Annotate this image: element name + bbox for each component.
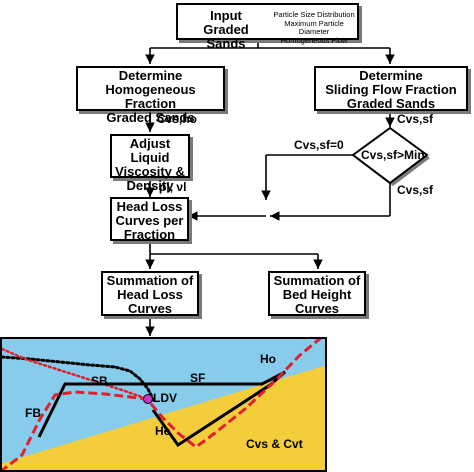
dashed-red-curve	[0, 337, 323, 472]
dotted-red-curve	[0, 347, 149, 401]
decision-text: Cvs,sf>Min	[361, 148, 425, 162]
adjust-viscosity-box: Adjust Liquid Viscosity & Density	[110, 134, 190, 193]
cvs-sf-bottom-label: Cvs,sf	[397, 183, 434, 197]
head-loss-per-fraction-box: Head Loss Curves per Fraction	[110, 197, 189, 242]
summation-head-loss-box: Summation of Head Loss Curves	[101, 271, 199, 316]
solid-black-curve	[37, 370, 286, 448]
input-subtitle: Graded Sands	[203, 22, 249, 51]
sliding-flow-fraction-box: Determine Sliding Flow Fraction Graded S…	[314, 66, 468, 111]
cvs-ho-label: Cvs,ho	[157, 112, 198, 126]
input-box: Input Graded Sands Particle Size Distrib…	[176, 3, 359, 51]
fb-label: FB	[25, 406, 41, 420]
dotted-black-curve	[0, 355, 156, 403]
input-notes: Particle Size Distribution Maximum Parti…	[273, 10, 355, 45]
rho-nu-label: ρl, νl	[159, 180, 187, 194]
cvs-sf-zero-label: Cvs,sf=0	[294, 138, 344, 152]
plot-frame	[0, 337, 327, 472]
ldv-label: LDV	[153, 391, 177, 405]
sb-label: SB	[91, 374, 108, 388]
he-label: He	[155, 424, 171, 438]
input-title: Input	[210, 8, 242, 23]
homogeneous-fraction-box: Determine Homogeneous Fraction Graded Sa…	[76, 66, 225, 125]
summation-bed-height-box: Summation of Bed Height Curves	[268, 271, 366, 316]
decision-diamond	[351, 126, 429, 185]
sf-label: SF	[190, 371, 206, 385]
ldv-marker	[143, 394, 153, 404]
ho-label: Ho	[260, 352, 276, 366]
head-loss-plot	[0, 337, 327, 472]
cvs-cvt-label: Cvs & Cvt	[246, 437, 303, 451]
cvs-sf-top-label: Cvs,sf	[397, 112, 434, 126]
